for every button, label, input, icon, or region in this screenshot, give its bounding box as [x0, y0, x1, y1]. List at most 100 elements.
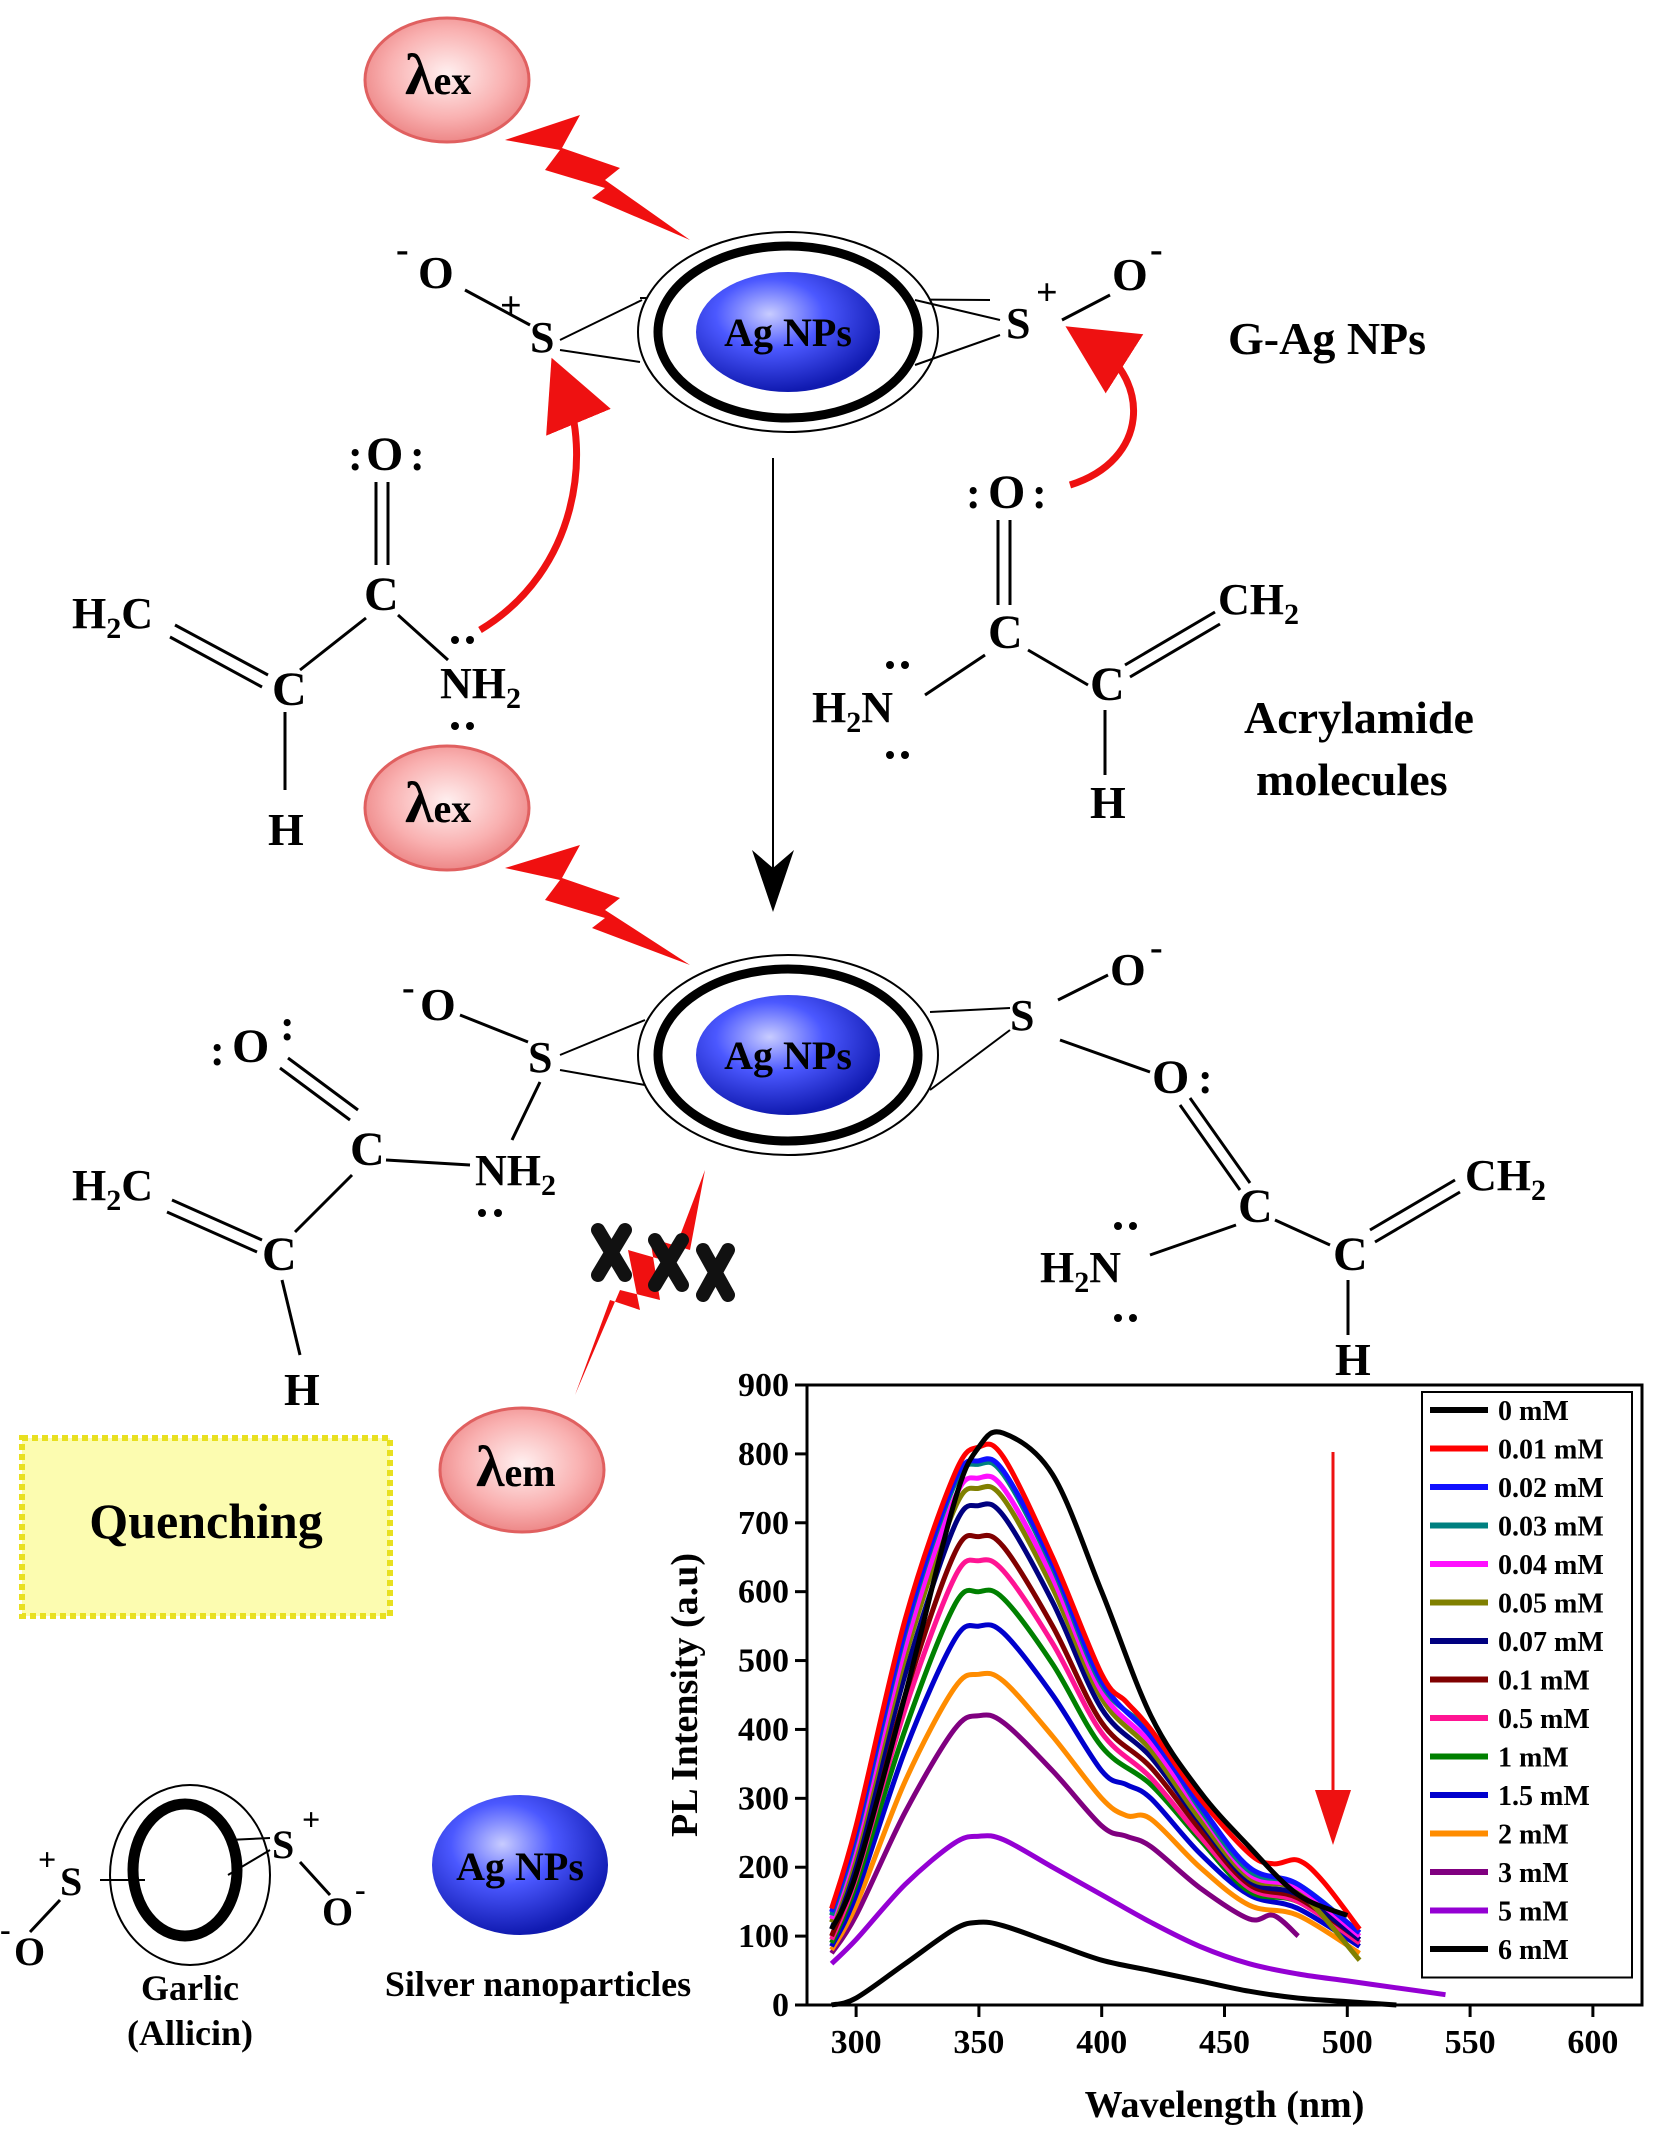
x-tick-label: 550 [1445, 2024, 1496, 2061]
legend-entry: 0.02 mM [1498, 1473, 1604, 1504]
svg-text:C: C [262, 1228, 297, 1281]
y-tick-label: 0 [772, 1987, 789, 2024]
svg-text:+: + [500, 285, 522, 327]
svg-text:C: C [364, 568, 399, 621]
svg-text:O: O [1110, 944, 1146, 995]
lambda-ex-middle: λex [363, 744, 531, 872]
svg-text:O: O [418, 247, 454, 298]
acrylamide-label-line1: Acrylamide [1244, 692, 1474, 743]
y-tick-label: 400 [738, 1711, 789, 1748]
svg-text:S: S [528, 1033, 552, 1082]
y-tick-label: 900 [738, 1367, 789, 1404]
legend-entry: 1 mM [1498, 1743, 1569, 1774]
series-line [829, 1441, 1362, 1931]
svg-text:CH2: CH2 [1218, 575, 1299, 631]
lambda-em: λem [438, 1406, 606, 1534]
svg-text:Ag NPs: Ag NPs [456, 1844, 584, 1889]
lambda-ex-top: λex [363, 16, 531, 144]
y-tick-label: 200 [738, 1849, 789, 1886]
svg-text:+: + [38, 1841, 56, 1877]
lightning-bolt-middle [505, 845, 690, 965]
garlic-label: Garlic [141, 1968, 239, 2008]
acrylamide-label-line2: molecules [1256, 754, 1448, 805]
legend-entry: 0.05 mM [1498, 1589, 1604, 1620]
legend: 0 mM 0.01 mM 0.02 mM 0.03 mM 0.04 mM 0.05 mM 0… [1421, 1391, 1633, 1979]
svg-text:-: - [402, 967, 415, 1009]
svg-text:H2N: H2N [1040, 1243, 1121, 1299]
x-tick-label: 500 [1322, 2024, 1373, 2061]
acrylamide-left: : O : C H2C C H NH2 [72, 428, 521, 855]
series-line [829, 1429, 1349, 1931]
series-line [830, 1919, 1397, 2008]
legend-entry: 6 mM [1498, 1935, 1569, 1966]
silver-np-label: Silver nanoparticles [385, 1964, 691, 2004]
red-arrow-right [1065, 326, 1144, 489]
legend-entry: 0.04 mM [1498, 1550, 1604, 1581]
svg-text:NH2: NH2 [475, 1146, 556, 1202]
svg-text:-: - [396, 229, 409, 271]
svg-text:λex: λex [405, 770, 471, 835]
svg-text:O: O [988, 466, 1025, 519]
g-ag-np-bottom: Ag NPs S O - S O - [402, 927, 1163, 1156]
series-line [829, 1833, 1446, 1998]
block-x-marks [591, 1223, 735, 1302]
x-axis-label: Wavelength (nm) [1085, 2084, 1365, 2126]
x-tick-label: 300 [831, 2024, 882, 2061]
y-tick-label: 500 [738, 1643, 789, 1680]
svg-text:C: C [272, 663, 307, 716]
svg-text:H2N: H2N [812, 683, 893, 739]
g-ag-np-top: Ag NPs S + O - S + O - [396, 229, 1163, 433]
svg-text:O: O [322, 1889, 353, 1934]
legend-entry: 0.1 mM [1498, 1666, 1590, 1697]
svg-text:H: H [268, 804, 304, 855]
x-tick-label: 450 [1199, 2024, 1250, 2061]
svg-text:λex: λex [405, 42, 471, 107]
y-tick-label: 600 [738, 1574, 789, 1611]
legend-entry: 0 mM [1498, 1396, 1569, 1427]
svg-text:+: + [302, 1801, 320, 1837]
svg-text:S: S [530, 313, 554, 362]
svg-text::: : [410, 431, 425, 480]
series-line [829, 1587, 1362, 1946]
legend-entry: 0.01 mM [1498, 1435, 1604, 1466]
g-ag-nps-label: G-Ag NPs [1228, 313, 1426, 364]
decrease-arrow-head [1315, 1790, 1351, 1845]
legend-entry: 0.03 mM [1498, 1512, 1604, 1543]
legend-entry: 3 mM [1498, 1858, 1569, 1889]
quenching-box: Quenching [19, 1435, 393, 1619]
svg-text:H: H [284, 1364, 320, 1415]
svg-text:Ag NPs: Ag NPs [724, 1033, 852, 1078]
svg-text:O: O [14, 1929, 45, 1974]
svg-text:S: S [1010, 991, 1034, 1040]
svg-text:O: O [232, 1020, 269, 1073]
acrylamide-right: : O : C C CH2 H H2N [812, 466, 1299, 828]
svg-text::: : [280, 1001, 295, 1050]
lightning-bolt-top [505, 115, 690, 240]
legend-entry: 1.5 mM [1498, 1781, 1590, 1812]
svg-text:S: S [1006, 299, 1030, 348]
series-line [829, 1670, 1361, 1956]
series-line [829, 1622, 1361, 1949]
series-line [829, 1712, 1300, 1955]
svg-text:λem: λem [476, 1434, 556, 1499]
svg-text:C: C [350, 1123, 385, 1176]
svg-text:C: C [1238, 1180, 1273, 1233]
svg-text:-: - [355, 1871, 366, 1907]
svg-text:S: S [272, 1822, 294, 1867]
svg-text:S: S [60, 1859, 82, 1904]
silver-np-icon: Ag NPs [432, 1795, 608, 1935]
reaction-arrow-head [752, 850, 794, 912]
quenching-label: Quenching [89, 1493, 322, 1549]
series-lines [829, 1429, 1446, 2008]
svg-text:H: H [1335, 1334, 1371, 1385]
svg-text:C: C [1333, 1228, 1368, 1281]
svg-text:H2C: H2C [72, 589, 153, 645]
svg-text:NH2: NH2 [440, 659, 521, 715]
svg-text::: : [348, 431, 363, 480]
lightning-bolt-blocked [575, 1170, 705, 1395]
svg-text:-: - [1150, 229, 1163, 271]
svg-text:H2C: H2C [72, 1161, 153, 1217]
svg-text:-: - [0, 1911, 11, 1947]
acrylamide-bottom-left: : O : C NH2 H2C C H [72, 1001, 556, 1415]
